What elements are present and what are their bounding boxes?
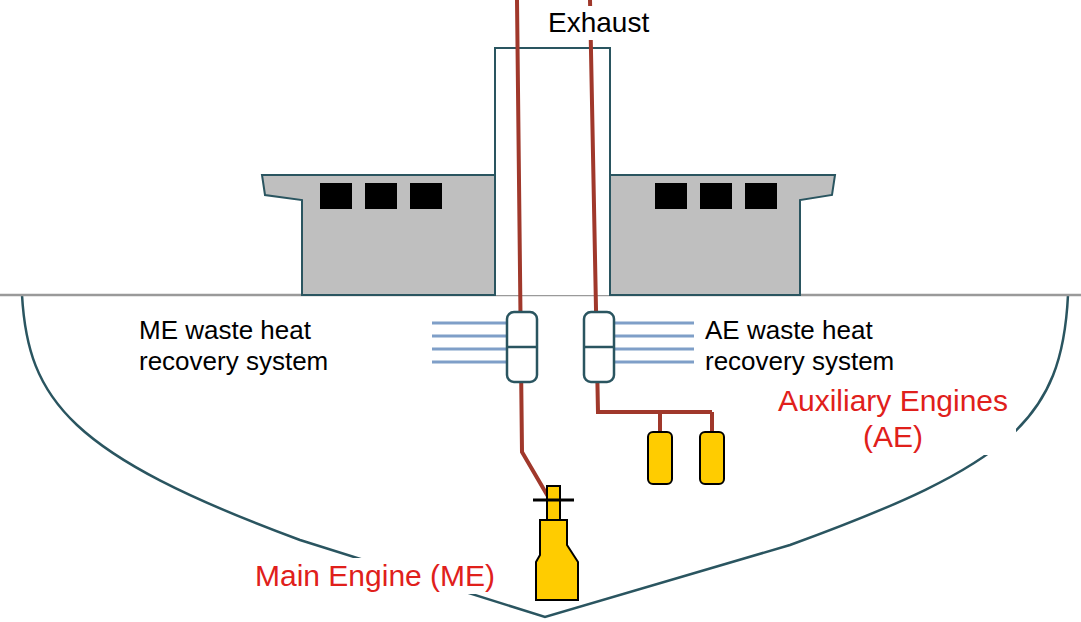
me-exhaust-pipe	[517, 0, 553, 505]
engine-label: Auxiliary Engines (AE)	[770, 383, 1016, 455]
system-label: ME waste heat recovery system	[136, 315, 404, 377]
heat-exchanger-lines	[432, 323, 694, 362]
exhaust-label: Exhaust	[545, 6, 652, 40]
superstructure	[262, 175, 495, 295]
engine-label: Main Engine (ME)	[252, 558, 498, 594]
system-label: AE waste heat recovery system	[702, 315, 970, 377]
auxiliary-engine	[648, 432, 724, 484]
superstructure	[610, 175, 835, 295]
main-engine	[533, 486, 578, 600]
hull-outline	[22, 295, 1068, 617]
waste-heat-recovery-unit	[507, 312, 614, 382]
